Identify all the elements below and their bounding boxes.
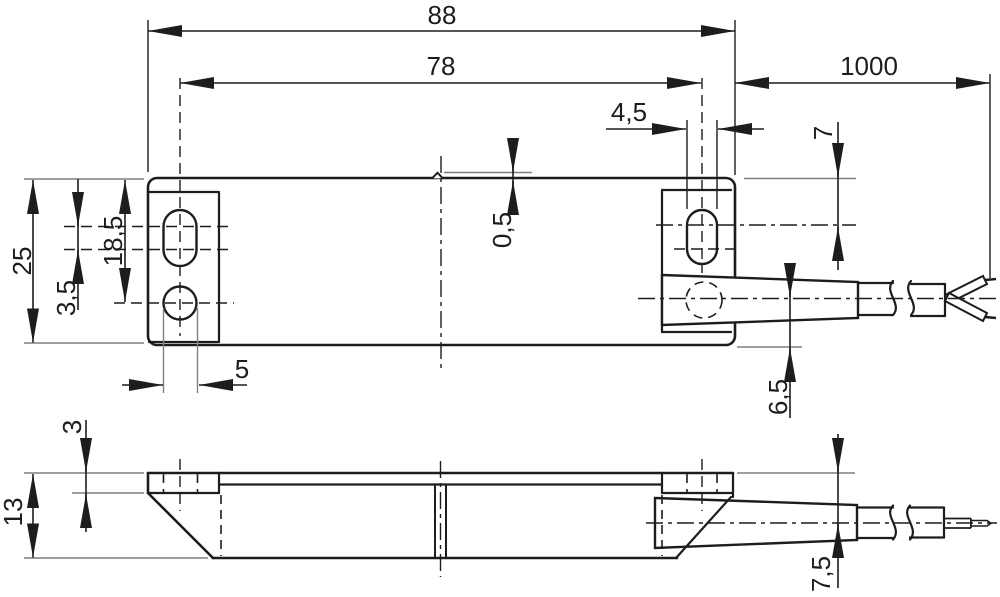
cable-gland xyxy=(660,273,860,327)
dim-label-65: 6,5 xyxy=(763,379,793,415)
dim-label-05: 0,5 xyxy=(487,212,517,248)
top-view: 88 78 1000 4,5 7 0,5 25 18,5 3,5 5 6,5 xyxy=(7,0,997,418)
side-view-hidden-lines xyxy=(162,474,718,556)
dim-label-75: 7,5 xyxy=(806,556,836,592)
side-view: 3 13 7,5 xyxy=(0,420,997,592)
dim-label-45: 4,5 xyxy=(611,97,647,127)
top-view-centerlines xyxy=(64,78,997,370)
dim-label-5: 5 xyxy=(235,354,249,384)
side-view-labels: 3 13 7,5 xyxy=(0,420,836,592)
left-end-plate xyxy=(147,190,221,344)
cable-break xyxy=(889,504,897,541)
dim-label-78: 78 xyxy=(427,51,456,81)
dim-label-3: 3 xyxy=(57,420,87,434)
left-chamfer xyxy=(146,491,215,560)
top-view-dimension-lines xyxy=(27,24,990,418)
wire-lower xyxy=(943,291,989,323)
hidden-cable-bore xyxy=(685,281,723,319)
cover-step-bump xyxy=(431,171,444,180)
wire-upper-tip xyxy=(984,277,997,282)
side-view-centerlines xyxy=(179,459,997,577)
side-view-extension-lines xyxy=(24,472,855,559)
side-view-outline xyxy=(146,471,993,560)
top-view-outline xyxy=(146,171,997,347)
dim-label-1000: 1000 xyxy=(840,51,898,81)
dim-label-7: 7 xyxy=(808,126,838,140)
right-chamfer xyxy=(674,495,733,560)
wire-lower-tip xyxy=(984,315,997,320)
top-view-extension-lines xyxy=(24,20,991,393)
top-view-labels: 88 78 1000 4,5 7 0,5 25 18,5 3,5 5 6,5 xyxy=(7,0,898,415)
dim-label-25: 25 xyxy=(7,247,37,276)
dim-label-185: 18,5 xyxy=(98,216,128,267)
side-view-dimension-lines xyxy=(27,420,844,588)
dim-label-13: 13 xyxy=(0,498,28,527)
dim-label-88: 88 xyxy=(428,0,457,30)
dim-label-35: 3,5 xyxy=(51,280,81,316)
